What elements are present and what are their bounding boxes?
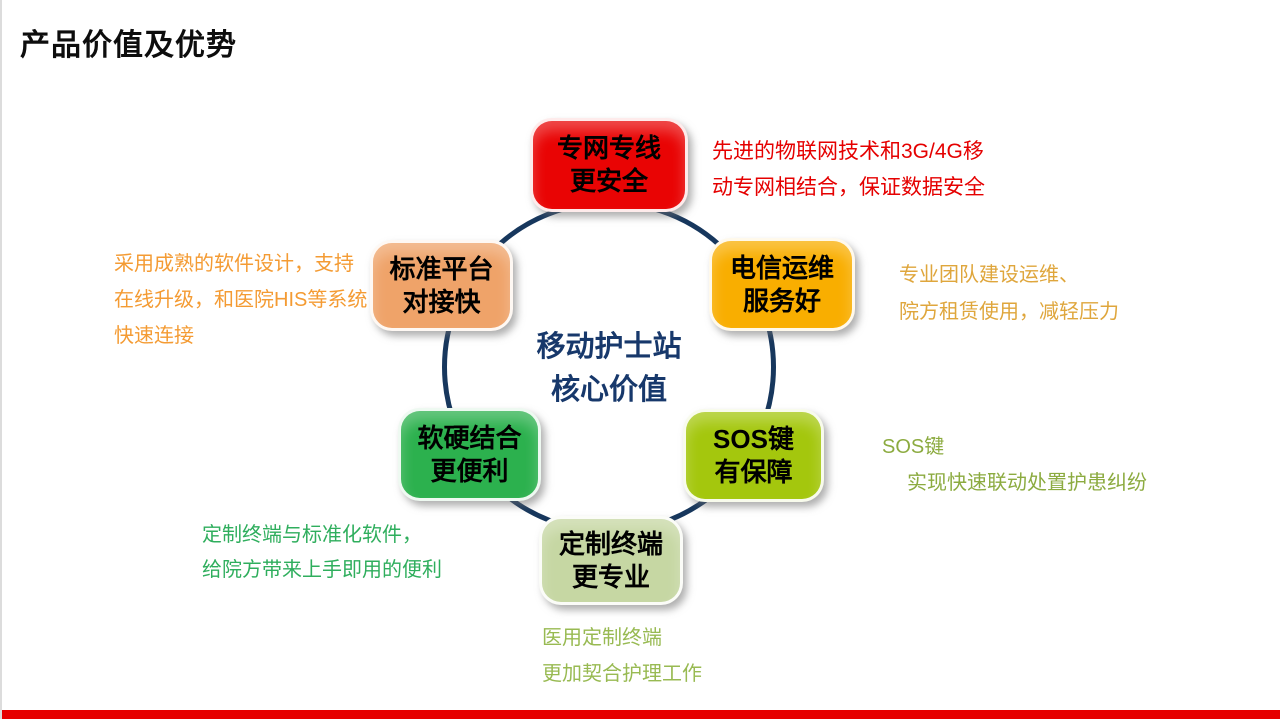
center-label-line2: 核心价值 — [550, 374, 667, 406]
node-sos-key-line2: 有保障 — [714, 456, 793, 487]
node-soft-hard-line2: 更便利 — [430, 455, 509, 486]
annotation-telecom-ops: 专业团队建设运维、 院方租赁使用，减轻压力 — [899, 264, 1119, 323]
annotation-custom-terminal: 医用定制终端 更加契合护理工作 — [542, 627, 702, 685]
node-telecom-ops-line2: 服务好 — [742, 285, 821, 316]
node-telecom-ops: 电信运维 服务好 — [709, 238, 855, 331]
node-standard-platform-line2: 对接快 — [402, 286, 481, 317]
annotation-sos-line1: SOS键 — [882, 436, 945, 458]
center-label-line1: 移动护士站 — [536, 331, 682, 363]
annotation-private-network: 先进的物联网技术和3G/4G移 动专网相结合，保证数据安全 — [712, 140, 985, 199]
node-sos-key: SOS键 有保障 — [683, 409, 824, 502]
node-custom-terminal: 定制终端 更专业 — [539, 516, 683, 605]
node-private-network-line1: 专网专线 — [556, 133, 661, 163]
node-soft-hard-line1: 软硬结合 — [417, 422, 522, 453]
annotation-sos-line2: 实现快速联动处置护患纠纷 — [907, 472, 1147, 494]
center-label: 移动护士站 核心价值 — [442, 326, 776, 412]
node-private-network: 专网专线 更安全 — [530, 118, 688, 212]
node-custom-terminal-line2: 更专业 — [571, 561, 650, 592]
node-custom-terminal-line1: 定制终端 — [558, 528, 663, 559]
annotation-standard-platform: 采用成熟的软件设计，支持 在线升级，和医院HIS等系统 快速连接 — [114, 253, 368, 347]
node-soft-hard: 软硬结合 更便利 — [398, 408, 541, 501]
page-title: 产品价值及优势 — [20, 29, 237, 62]
node-private-network-line2: 更安全 — [569, 166, 648, 196]
node-sos-key-line1: SOS键 — [713, 423, 794, 454]
node-standard-platform-line1: 标准平台 — [389, 253, 494, 284]
node-telecom-ops-line1: 电信运维 — [729, 252, 834, 283]
annotation-soft-hard: 定制终端与标准化软件， 给院方带来上手即用的便利 — [202, 524, 442, 581]
footer-accent-bar — [2, 710, 1280, 719]
node-standard-platform: 标准平台 对接快 — [370, 240, 513, 331]
